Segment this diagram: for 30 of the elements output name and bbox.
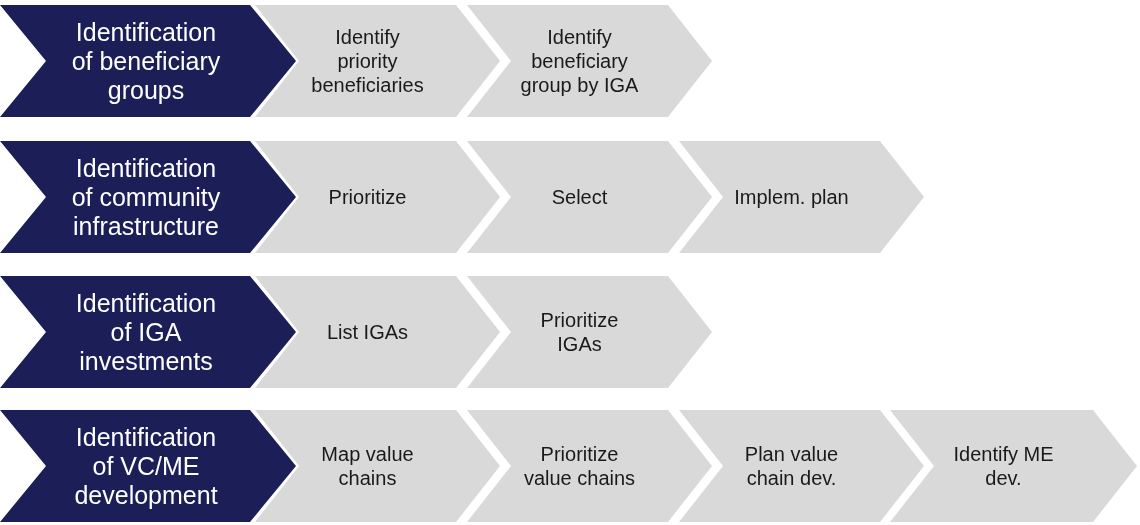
step-label: Prioritize (328, 185, 407, 209)
step-label: List IGAs (326, 320, 409, 344)
phase-header (0, 141, 296, 253)
phase-title: Identification of VC/ME development (73, 422, 219, 510)
step-label: Prioritize value chains (522, 442, 637, 490)
process-step (467, 5, 712, 117)
phase-header (0, 276, 296, 388)
process-step (255, 410, 500, 522)
process-step (890, 410, 1137, 522)
step-label: Prioritize IGAs (539, 308, 620, 356)
process-step (467, 276, 712, 388)
step-label: Select (551, 185, 608, 209)
step-label: Implem. plan (734, 185, 849, 209)
step-label: Map value chains (320, 442, 415, 490)
phase-header (0, 5, 296, 117)
process-step (679, 141, 924, 253)
step-label: Plan value chain dev. (743, 442, 840, 490)
phase-title: Identification of community infrastructure (70, 153, 222, 241)
phase-title: Identification of beneficiary groups (70, 17, 222, 105)
phase-title: Identification of IGA investments (74, 288, 218, 376)
process-step (255, 276, 500, 388)
phase-header (0, 410, 296, 522)
step-label: Identify beneficiary group by IGA (519, 25, 640, 97)
process-step (255, 5, 500, 117)
process-step (467, 141, 712, 253)
step-label: Identify ME dev. (952, 442, 1055, 490)
process-step (255, 141, 500, 253)
process-step (679, 410, 924, 522)
process-step (467, 410, 712, 522)
step-label: Identify priority beneficiaries (310, 25, 425, 97)
